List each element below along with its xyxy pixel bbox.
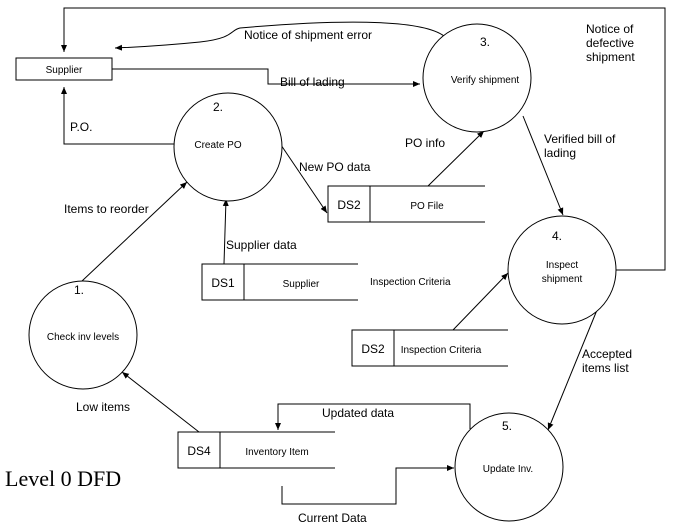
process-label-line2: shipment [542,274,583,285]
process-label: Create PO [194,140,241,151]
flow-supplier-data [222,198,229,265]
data-store-id: DS2 [337,198,361,212]
flow-notice-shipment-error [114,21,445,51]
process-number: 3. [480,35,490,49]
flow-low-items [121,371,200,433]
data-store-label: Inspection Criteria [401,345,482,356]
data-store-id: DS1 [211,276,235,290]
label-supplier-data: Supplier data [226,238,297,252]
process-create-po[interactable]: 2. Create PO [173,92,283,202]
label-accepted-items-2: items list [582,361,629,375]
data-store-label: Supplier [283,279,320,290]
label-current-data: Current Data [298,511,367,525]
label-items-to-reorder: Items to reorder [64,202,149,216]
process-label: Check inv levels [47,332,119,343]
flow-accepted-items-list [547,309,598,431]
data-store-id: DS4 [187,444,211,458]
data-store-inspection-criteria[interactable]: DS2 Inspection Criteria [351,329,509,367]
flow-verified-bill-of-lading [522,115,564,216]
process-update-inv[interactable]: 5. Update Inv. [454,412,564,522]
label-po: P.O. [70,120,92,134]
process-verify-shipment[interactable]: 3. Verify shipment [422,23,532,133]
process-inspect-shipment[interactable]: 4. Inspect shipment [507,215,617,325]
process-label: Update Inv. [483,464,533,475]
data-store-po-file[interactable]: DS2 PO File [327,185,486,223]
flow-updated-data [275,403,471,430]
flow-bill-of-lading [112,68,420,87]
label-updated-data: Updated data [322,406,394,420]
flow-new-po-data [280,144,328,214]
label-notice-defective-1: Notice of [586,22,634,36]
label-notice-defective-3: shipment [586,50,635,64]
label-new-po-data: New PO data [299,160,371,174]
data-store-label: PO File [410,201,444,212]
label-accepted-items-1: Accepted [582,347,632,361]
label-po-info: PO info [405,136,445,150]
process-number: 5. [502,419,512,433]
flow-current-data [281,465,454,505]
process-number: 4. [552,229,562,243]
label-low-items: Low items [76,400,130,414]
flow-po [61,87,174,145]
data-store-id: DS2 [361,342,385,356]
label-verified-bill-2: lading [544,146,576,160]
label-notice-shipment-error: Notice of shipment error [244,28,372,42]
process-label: Verify shipment [451,75,520,86]
supplier-label: Supplier [46,65,83,76]
label-verified-bill-1: Verified bill of [544,132,616,146]
data-store-inventory-item[interactable]: DS4 Inventory Item [177,431,335,469]
label-bill-of-lading: Bill of lading [280,75,345,89]
process-check-inv-levels[interactable]: 1. Check inv levels [28,280,138,390]
process-label-line1: Inspect [546,260,578,271]
label-notice-defective-2: defective [586,36,634,50]
flow-items-to-reorder [81,181,188,282]
data-store-supplier[interactable]: DS1 Supplier [201,263,359,301]
flow-po-info [427,130,485,187]
data-store-label: Inventory Item [245,447,308,458]
flow-notice-defective-shipment [61,7,666,271]
external-entity-supplier[interactable]: Supplier [15,57,113,81]
process-number: 2. [213,100,223,114]
process-number: 1. [74,283,84,297]
flow-inspection-criteria [452,272,509,331]
label-inspection-criteria: Inspection Criteria [370,277,451,288]
diagram-title: Level 0 DFD [5,466,121,491]
